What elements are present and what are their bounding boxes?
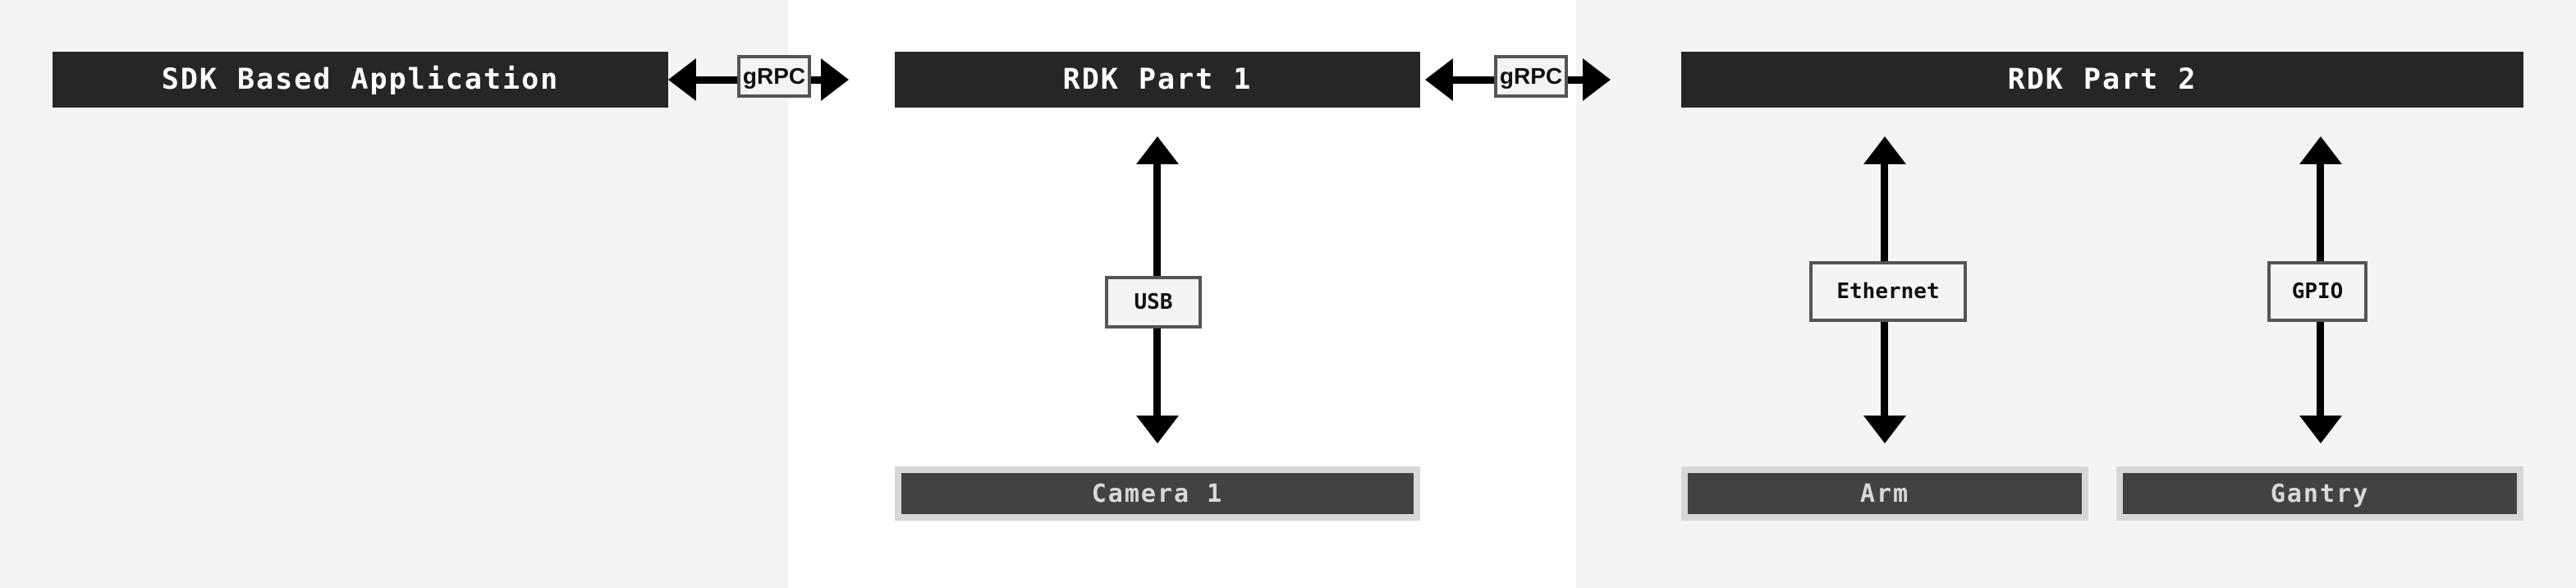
connection-label-text: Ethernet: [1836, 279, 1940, 304]
connection-label-text: USB: [1134, 290, 1173, 315]
arrowhead-rdk2-inbound-arm: [1863, 136, 1906, 164]
component-sdk-based-application[interactable]: SDK Based Application: [53, 52, 668, 108]
arrowhead-arm-inbound: [1863, 416, 1906, 443]
connector-rdk2-to-gpio: [2317, 163, 2324, 263]
connector-ethernet-to-arm: [1881, 320, 1888, 419]
connection-label-grpc-rdk[interactable]: gRPC: [1494, 55, 1568, 98]
connection-label-text: GPIO: [2291, 279, 2344, 304]
arrowhead-rdk1-inbound-right: [1425, 58, 1453, 101]
connector-grpc2-to-rdk2: [1563, 76, 1601, 84]
connection-label-ethernet[interactable]: Ethernet: [1809, 261, 1967, 322]
connection-label-text: gRPC: [742, 63, 806, 89]
arrowhead-rdk2-inbound: [1583, 58, 1611, 101]
arrowhead-gantry-inbound: [2299, 416, 2342, 443]
connector-usb-to-camera: [1153, 327, 1161, 419]
component-rdk-part-2[interactable]: RDK Part 2: [1681, 52, 2523, 108]
hardware-label: Arm: [1859, 479, 1910, 508]
arrowhead-camera-inbound: [1136, 416, 1179, 443]
arrowhead-sdk-inbound: [668, 58, 696, 101]
connector-rdk2-to-ethernet: [1881, 163, 1888, 263]
hardware-arm[interactable]: Arm: [1681, 466, 2088, 521]
connection-label-gpio[interactable]: GPIO: [2267, 261, 2367, 322]
hardware-label: Camera 1: [1091, 479, 1224, 508]
connector-rdk1-to-usb: [1153, 163, 1161, 278]
component-label: RDK Part 1: [1062, 63, 1253, 96]
component-label: RDK Part 2: [2007, 63, 2198, 96]
connection-label-usb[interactable]: USB: [1105, 276, 1202, 328]
connection-label-text: gRPC: [1499, 63, 1563, 89]
connector-gpio-to-gantry: [2317, 320, 2324, 419]
connector-rdk1-to-grpc2: [1451, 76, 1501, 84]
connection-label-grpc-sdk[interactable]: gRPC: [737, 55, 811, 98]
arrowhead-rdk1-inbound-left: [821, 58, 849, 101]
component-label: SDK Based Application: [161, 63, 560, 96]
connector-sdk-to-grpc: [694, 76, 744, 84]
arrowhead-rdk2-inbound-gantry: [2299, 136, 2342, 164]
hardware-camera-1[interactable]: Camera 1: [895, 466, 1420, 521]
component-rdk-part-1[interactable]: RDK Part 1: [895, 52, 1420, 108]
hardware-gantry[interactable]: Gantry: [2116, 466, 2523, 521]
arrowhead-rdk1-inbound-bottom: [1136, 136, 1179, 164]
hardware-label: Gantry: [2270, 479, 2370, 508]
